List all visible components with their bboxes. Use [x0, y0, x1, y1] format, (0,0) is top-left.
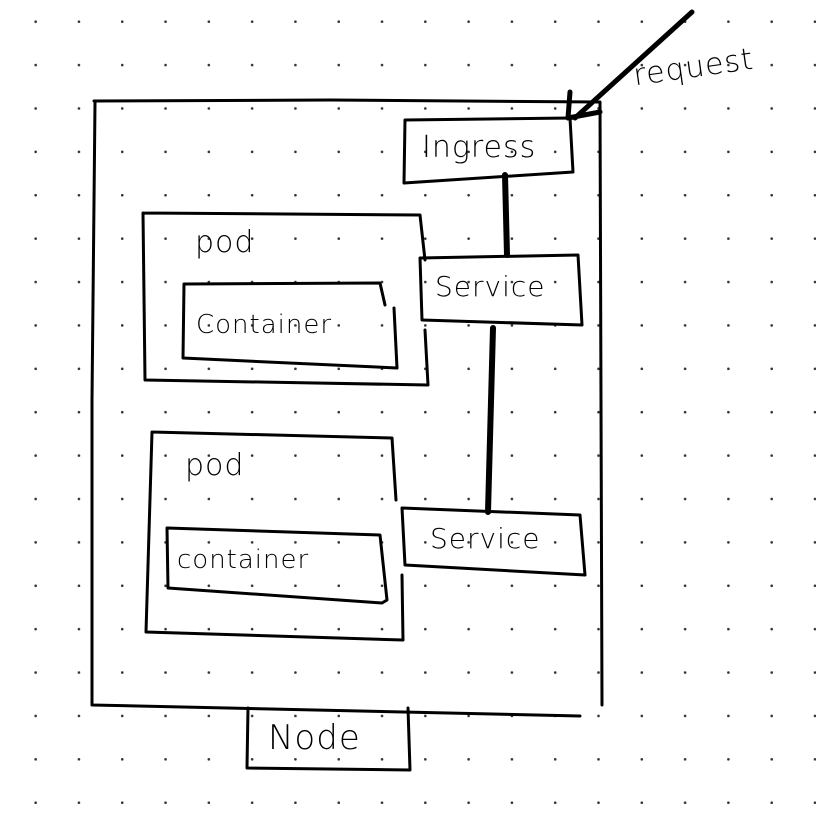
pod-bottom-box: [144, 430, 405, 642]
pod-top-label: pod: [195, 225, 255, 260]
service-bottom-label: Service: [430, 522, 541, 555]
ingress-label: Ingress: [422, 130, 537, 165]
node-label-box: [245, 706, 412, 772]
container-top-box: [181, 281, 399, 370]
container-top-label: Container: [196, 310, 333, 340]
service-connector: [485, 325, 496, 515]
node-box: [90, 98, 604, 718]
pod-bottom-label: pod: [185, 448, 245, 483]
service-bottom-box: [400, 506, 587, 577]
container-bottom-label: container: [177, 545, 310, 575]
container-bottom-box: [165, 526, 389, 605]
service-top-label: Service: [435, 270, 546, 303]
ingress-box: [402, 116, 575, 185]
request-arrow: [565, 9, 695, 121]
ingress-service-connector: [502, 172, 510, 258]
pod-top-box: [141, 211, 430, 387]
service-top-box: [418, 253, 584, 327]
node-label: Node: [268, 718, 361, 758]
